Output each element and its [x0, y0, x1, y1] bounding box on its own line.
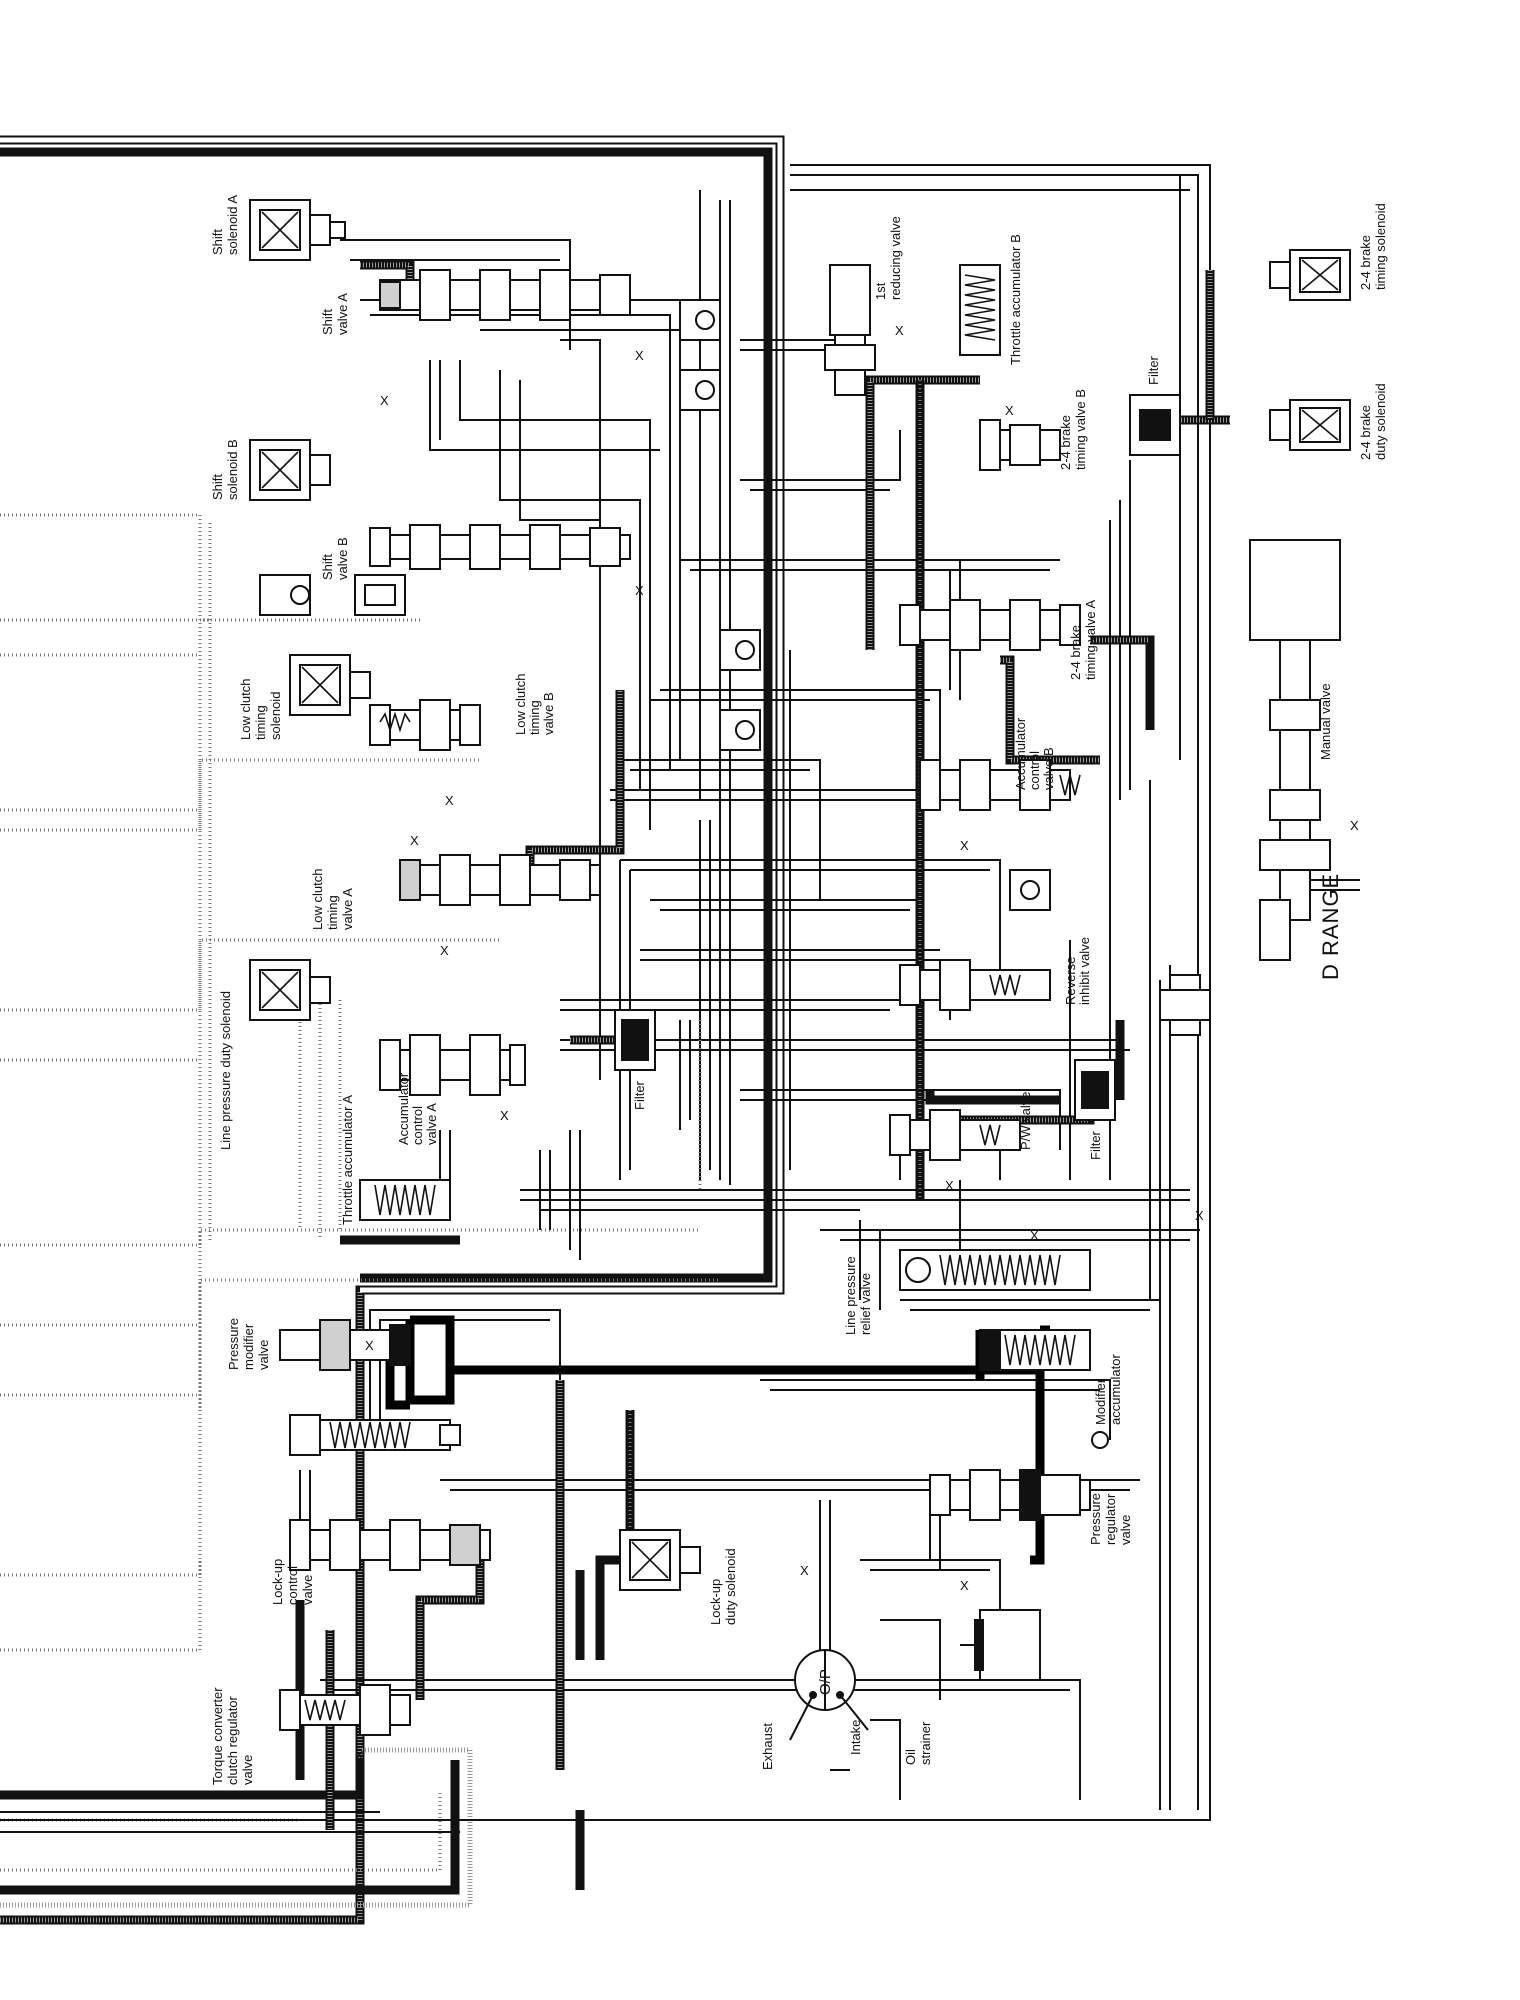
exhaust-mark: X [1030, 1228, 1039, 1243]
torque-converter-clutch-regulator-valve [279, 1684, 411, 1736]
exhaust-mark: X [500, 1108, 509, 1123]
throttle-accumulator-a [359, 1179, 451, 1221]
reverse-inhibit-valve [899, 959, 1051, 1011]
exhaust-mark: X [960, 1578, 969, 1593]
accumulator-control-valve-b [919, 759, 1081, 811]
exhaust-mark: X [945, 1178, 954, 1193]
label-reverse-inhibit-valve: Reverseinhibit valve [1063, 937, 1092, 1005]
label-low-clutch-timing-valve-a: Low clutchtimingvalve A [310, 869, 355, 930]
exhaust-mark: X [1350, 818, 1359, 833]
exhaust-mark: X [800, 1563, 809, 1578]
exhaust-mark: X [410, 833, 419, 848]
label-shift-valve-b: Shiftvalve B [320, 537, 350, 580]
pl-valve [889, 1109, 1021, 1161]
exhaust-mark: X [380, 393, 389, 408]
label-filter-lower-right: Filter [1088, 1130, 1103, 1160]
brake-24-timing-solenoid [1269, 249, 1351, 301]
label-oil-strainer: Oilstrainer [903, 1721, 933, 1765]
label-low-clutch-timing-valve-b: Low clutchtimingvalve B [513, 674, 556, 735]
manual-valve [1249, 539, 1360, 961]
brake-24-timing-valve-a [899, 599, 1081, 651]
pressure-modifier-valve [279, 1319, 411, 1371]
low-clutch-timing-valve-a [399, 854, 601, 906]
heavy-pressure-line [385, 1315, 1050, 1565]
oil-strainer [960, 1609, 1041, 1681]
brake-24-duty-solenoid [1269, 399, 1351, 451]
label-accumulator-control-valve-a: Accumulatorcontrolvalve A [396, 1072, 439, 1145]
line-pressure-relief-valve [899, 1249, 1091, 1291]
exhaust-mark: X [635, 583, 644, 598]
shift-solenoid-a [249, 199, 346, 261]
label-lockup-control-valve: Lock-upcontrolvalve [270, 1559, 315, 1605]
pressure-regulator-valve [929, 1469, 1091, 1521]
label-modifier-accumulator: Modifieraccumulator [1093, 1354, 1123, 1425]
throttle-accumulator-b [959, 264, 1001, 356]
lockup-control-valve [289, 1519, 491, 1571]
label-intake: Intake [848, 1720, 863, 1755]
exhaust-mark: X [1005, 403, 1014, 418]
label-throttle-accumulator-a: Throttle accumulator A [340, 1095, 355, 1225]
label-manual-valve: Manual valve [1318, 683, 1333, 760]
components [249, 199, 1360, 1736]
label-line-pressure-relief-valve: Line pressurerelief valve [843, 1256, 873, 1335]
auxiliary-bodies-right [1159, 974, 1211, 1036]
label-brake-24-timing-valve-b: 2-4 braketiming valve B [1058, 389, 1088, 470]
pump-leader-lines [789, 1694, 869, 1741]
low-clutch-timing-solenoid [289, 654, 371, 716]
exhaust-mark: X [895, 323, 904, 338]
low-clutch-timing-valve-b [369, 699, 481, 751]
dotted-passages [295, 260, 1230, 1890]
check-valves-upper [259, 299, 761, 751]
exhaust-marks: X X X X X X X X X X X X X X X X X X [355, 323, 1359, 1763]
label-pl-valve: P/W valve [1018, 1091, 1033, 1150]
exhaust-mark: X [960, 838, 969, 853]
label-shift-solenoid-b: Shiftsolenoid B [210, 439, 240, 500]
label-first-reducing-valve: 1streducing valve [873, 216, 903, 300]
label-torque-converter-clutch-regulator-valve: Torque converterclutch regulatorvalve [210, 1687, 255, 1785]
label-lockup-duty-solenoid: Lock-upduty solenoid [708, 1548, 738, 1625]
check-valve-regulator [1091, 1431, 1109, 1449]
label-low-clutch-timing-solenoid: Low clutchtimingsolenoid [238, 679, 283, 740]
exhaust-mark: X [635, 348, 644, 363]
label-brake-24-timing-valve-a: 2-4 braketiming valve A [1068, 599, 1098, 680]
label-brake-24-duty-solenoid: 2-4 brakeduty solenoid [1358, 383, 1388, 460]
label-shift-solenoid-a: Shiftsolenoid A [210, 195, 240, 255]
filter-upper-right [1129, 394, 1181, 456]
shift-valve-b [369, 524, 631, 570]
label-brake-24-timing-solenoid: 2-4 braketiming solenoid [1358, 203, 1388, 290]
exhaust-mark: X [365, 1338, 374, 1353]
exhaust-mark: X [445, 793, 454, 808]
label-exhaust: Exhaust [760, 1723, 775, 1770]
shift-valve-a [379, 269, 631, 321]
label-shift-valve-a: Shiftvalve A [320, 293, 350, 335]
label-throttle-accumulator-b: Throttle accumulator B [1008, 234, 1023, 365]
label-filter-center: Filter [632, 1080, 647, 1110]
exhaust-mark: X [440, 943, 449, 958]
middle-regulator-body [289, 1414, 461, 1456]
label-oil-pump: O/P [817, 1669, 834, 1695]
shift-solenoid-b [249, 439, 331, 501]
label-filter-upper-right: Filter [1146, 355, 1161, 385]
exhaust-mark: X [355, 1748, 364, 1763]
label-line-pressure-duty-solenoid: Line pressure duty solenoid [218, 991, 233, 1150]
label-d-range: D RANGE [1318, 873, 1343, 980]
label-pressure-regulator-valve: Pressureregulatorvalve [1088, 1493, 1133, 1545]
modifier-accumulator [979, 1329, 1091, 1371]
filter-lower-right [1074, 1059, 1116, 1121]
label-accumulator-control-valve-b: Accumulatorcontrolvalve B [1013, 717, 1056, 790]
accumulator-control-valve-a [379, 1034, 526, 1096]
check-valve-right [1009, 869, 1051, 911]
exhaust-mark: X [1195, 1208, 1204, 1223]
first-reducing-valve [824, 264, 876, 396]
brake-24-timing-valve-b [979, 419, 1061, 471]
hatched-passages [0, 135, 785, 1925]
label-pressure-modifier-valve: Pressuremodifiervalve [226, 1318, 271, 1370]
lockup-duty-solenoid [619, 1529, 701, 1591]
line-pressure-duty-solenoid [249, 959, 331, 1021]
filter-center [614, 1009, 656, 1071]
component-labels: Shiftsolenoid A Shiftvalve A Shiftsoleno… [210, 195, 1388, 1785]
